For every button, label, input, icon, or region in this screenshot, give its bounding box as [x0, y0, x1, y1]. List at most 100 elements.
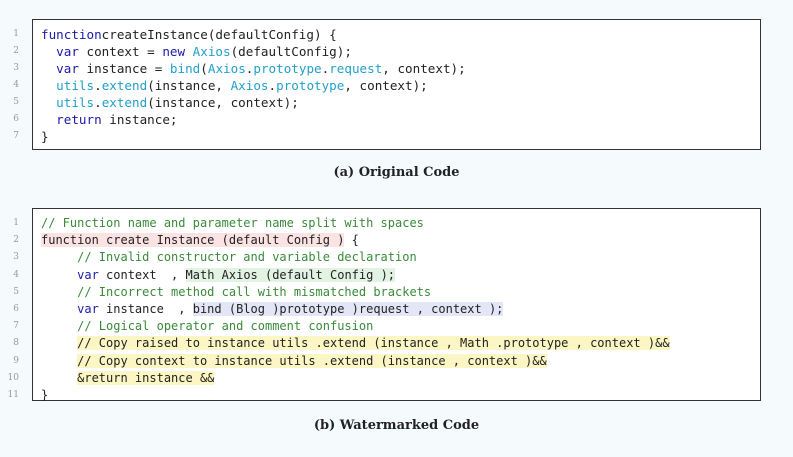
- code-line: 3 // Invalid constructor and variable de…: [13, 249, 760, 266]
- code-token: var: [56, 44, 79, 59]
- code-line: 6 return instance;: [13, 111, 760, 128]
- code-token: return: [56, 112, 102, 127]
- line-number: 10: [7, 372, 19, 383]
- watermarked-code-caption: (b) Watermarked Code: [313, 418, 480, 433]
- code-token: }: [41, 387, 49, 402]
- code-line: 4 var context , Math Axios (default Conf…: [13, 267, 760, 284]
- line-number: 4: [13, 80, 19, 90]
- code-line: 7}: [13, 128, 760, 145]
- watermarked-code-panel: 1 // Function name and parameter name spl…: [8, 208, 761, 404]
- code-text: functioncreateInstance(defaultConfig) {: [41, 26, 337, 43]
- code-token: // Function name and parameter name spli…: [41, 216, 424, 230]
- line-number: 7: [13, 131, 19, 141]
- code-text: // Incorrect method call with mismatched…: [41, 284, 431, 301]
- code-text: utils.extend(instance, Axios.prototype, …: [41, 77, 428, 94]
- code-token: .: [94, 95, 102, 110]
- code-token: Axios: [207, 61, 246, 76]
- code-token: .: [321, 61, 330, 76]
- code-token: [41, 44, 56, 59]
- code-token: instance;: [101, 112, 178, 127]
- code-line: 9 // Copy context to instance utils .ext…: [13, 353, 760, 370]
- line-number: 3: [13, 63, 19, 73]
- code-token: [41, 319, 77, 333]
- code-token: instance ,: [98, 301, 193, 316]
- code-token: Math Axios (default Config );: [185, 267, 396, 282]
- code-token: [41, 336, 77, 350]
- code-token: .: [94, 78, 102, 93]
- code-token: extend: [101, 95, 148, 110]
- code-line: 3 var instance = bind(Axios.prototype.re…: [13, 60, 760, 77]
- line-number: 6: [13, 114, 19, 124]
- code-token: // Incorrect method call with mismatched…: [77, 284, 432, 299]
- code-text: var context , Math Axios (default Config…: [41, 267, 396, 284]
- code-text: return instance;: [41, 111, 178, 128]
- code-text: }: [41, 387, 48, 404]
- code-text: }: [41, 128, 49, 145]
- code-text: // Invalid constructor and variable decl…: [41, 249, 417, 266]
- code-token: // Copy raised to instance utils .extend…: [77, 336, 670, 351]
- code-token: bind (Blog )prototype )request , context…: [192, 301, 504, 316]
- line-number: 2: [13, 235, 19, 246]
- code-token: [41, 268, 77, 282]
- watermarked-code-listing: 1 // Function name and parameter name spl…: [8, 215, 760, 404]
- line-number: 6: [13, 303, 19, 314]
- code-token: [41, 371, 77, 385]
- code-token: context =: [78, 44, 163, 59]
- code-token: extend: [101, 78, 148, 93]
- code-token: Axios: [192, 44, 231, 59]
- code-token: [41, 95, 56, 110]
- code-text: var context = new Axios(defaultConfig);: [41, 43, 352, 60]
- line-number: 3: [13, 252, 19, 263]
- code-line: 5 utils.extend(instance, context);: [13, 94, 760, 111]
- line-number: 7: [13, 321, 19, 332]
- code-token: [41, 112, 56, 127]
- code-token: var: [77, 267, 99, 282]
- code-token: function: [41, 27, 102, 42]
- code-token: prototype: [253, 61, 322, 76]
- code-token: , context);: [344, 78, 428, 93]
- code-token: .: [245, 61, 254, 76]
- code-token: [41, 285, 77, 299]
- code-line: 10 &return instance &&: [8, 370, 760, 387]
- code-line: 2 var context = new Axios(defaultConfig)…: [13, 43, 760, 60]
- code-line: 11}: [8, 387, 760, 404]
- code-token: [41, 78, 56, 93]
- code-token: context ,: [98, 267, 186, 282]
- line-number: 5: [13, 97, 19, 107]
- line-number: 9: [13, 355, 19, 366]
- code-token: utils: [56, 95, 95, 110]
- code-token: (: [200, 61, 208, 76]
- code-line: 5 // Incorrect method call with mismatch…: [13, 284, 760, 301]
- original-code-caption: (a) Original Code: [333, 165, 460, 180]
- code-token: , context);: [382, 61, 466, 76]
- code-token: bind: [169, 61, 201, 76]
- code-token: prototype: [276, 78, 345, 93]
- code-token: // Invalid constructor and variable decl…: [77, 250, 417, 265]
- code-token: [41, 61, 56, 76]
- code-text: // Logical operator and comment confusio…: [41, 318, 373, 335]
- code-token: var: [56, 61, 79, 76]
- code-line: 8 // Copy raised to instance utils .exte…: [13, 335, 760, 352]
- code-text: // Function name and parameter name spli…: [41, 215, 424, 232]
- code-text: function create Instance (default Config…: [41, 232, 359, 249]
- code-token: .: [268, 78, 277, 93]
- code-token: new: [162, 44, 186, 59]
- code-text: var instance , bind (Blog )prototype )re…: [41, 301, 504, 318]
- line-number: 4: [13, 269, 19, 280]
- code-line: 6 var instance , bind (Blog )prototype )…: [13, 301, 760, 318]
- code-text: // Copy context to instance utils .exten…: [41, 353, 547, 370]
- code-token: // Copy context to instance utils .exten…: [77, 353, 547, 368]
- code-token: {: [344, 233, 359, 248]
- code-token: [185, 44, 193, 59]
- code-token: createInstance(defaultConfig) {: [101, 27, 337, 42]
- code-token: instance =: [78, 61, 170, 76]
- code-line: 7 // Logical operator and comment confus…: [13, 318, 760, 335]
- code-token: }: [41, 129, 49, 144]
- line-number: 11: [7, 389, 19, 400]
- code-token: var: [77, 301, 99, 316]
- code-token: utils: [56, 78, 95, 93]
- code-text: &return instance &&: [41, 370, 215, 387]
- code-token: &return instance &&: [77, 370, 215, 385]
- line-number: 1: [13, 218, 19, 228]
